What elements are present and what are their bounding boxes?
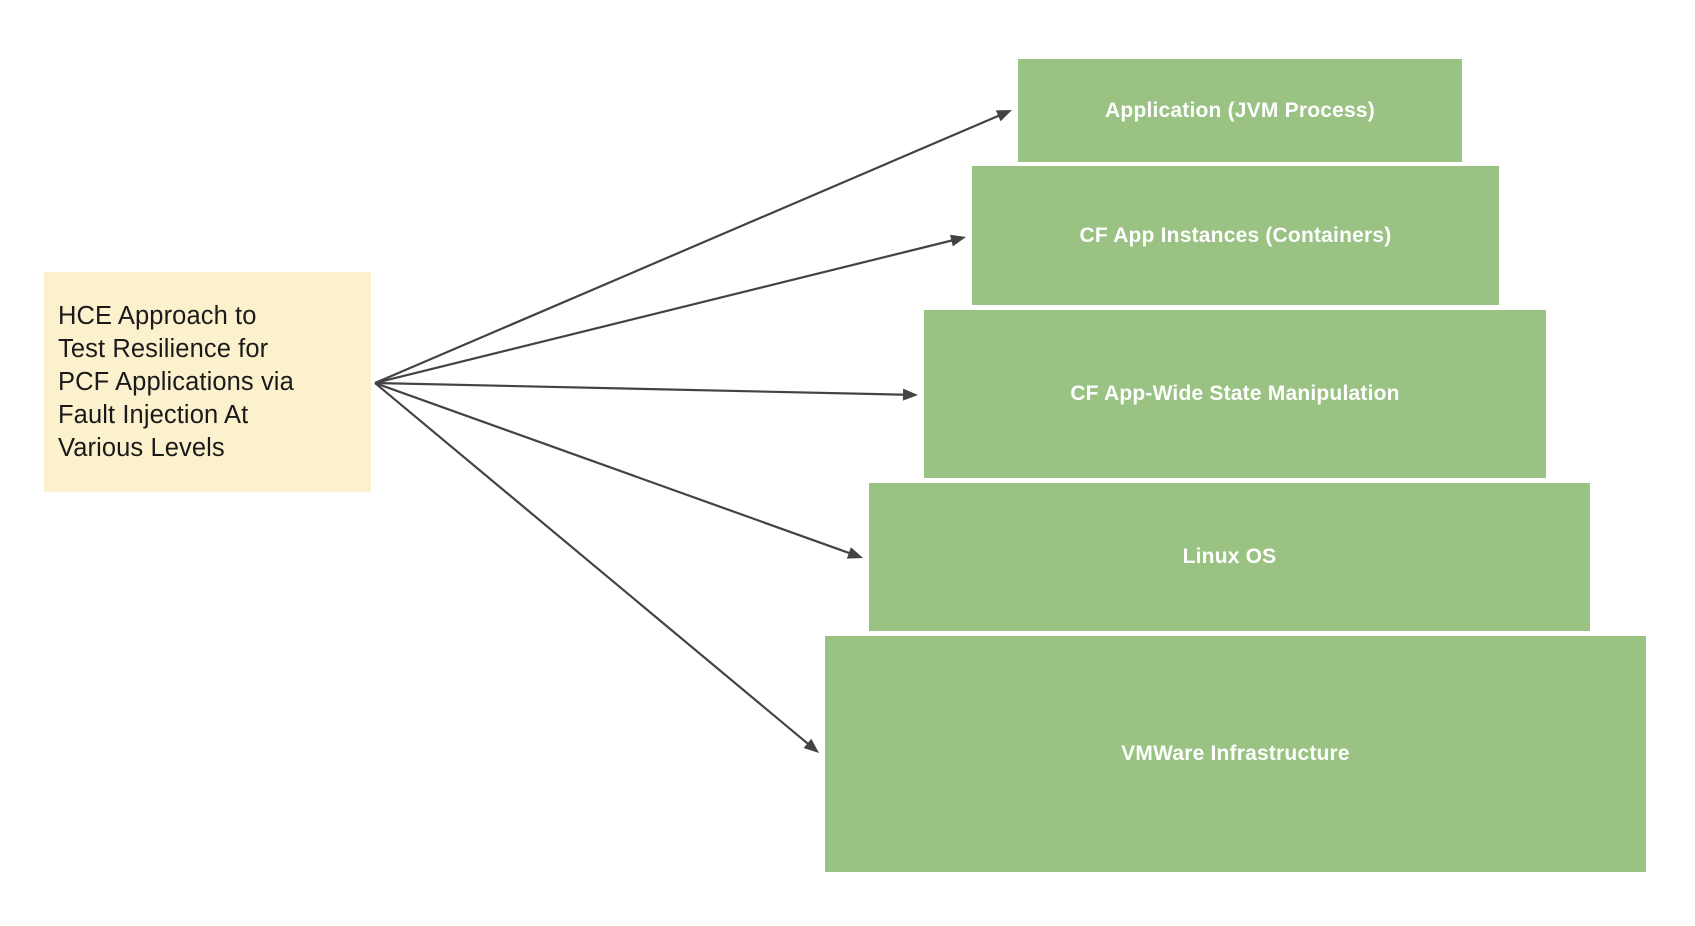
arrow-line-1 — [374, 238, 955, 385]
layer-box-label-cf-app-wide-state-manipulation: CF App-Wide State Manipulation — [1070, 382, 1400, 405]
layer-box-label-vmware-infrastructure: VMWare Infrastructure — [1121, 742, 1350, 765]
layer-box-linux-os[interactable]: Linux OS — [869, 483, 1590, 631]
layer-box-cf-app-instances-containers[interactable]: CF App Instances (Containers) — [972, 166, 1499, 305]
arrow-line-4 — [374, 382, 811, 747]
source-box-hce-approach[interactable]: HCE Approach to Test Resilience for PCF … — [44, 272, 371, 492]
arrow-head-0 — [995, 110, 1012, 122]
arrow-line-3 — [374, 381, 853, 555]
arrow-line-2 — [374, 381, 907, 396]
layer-box-label-cf-app-instances-containers: CF App Instances (Containers) — [1079, 223, 1392, 247]
arrow-head-4 — [803, 738, 819, 753]
arrow-head-1 — [949, 234, 966, 247]
source-box-label: HCE Approach to Test Resilience for PCF … — [58, 301, 294, 462]
layer-box-vmware-infrastructure[interactable]: VMWare Infrastructure — [825, 636, 1646, 872]
arrow-line-0 — [374, 113, 1002, 385]
layer-box-application-jvm-process[interactable]: Application (JVM Process) — [1018, 59, 1462, 162]
layer-box-cf-app-wide-state-manipulation[interactable]: CF App-Wide State Manipulation — [924, 310, 1546, 478]
layer-box-label-application-jvm-process: Application (JVM Process) — [1105, 98, 1375, 122]
arrow-head-2 — [902, 388, 918, 401]
arrow-head-3 — [846, 547, 863, 559]
layer-box-label-linux-os: Linux OS — [1182, 545, 1277, 568]
